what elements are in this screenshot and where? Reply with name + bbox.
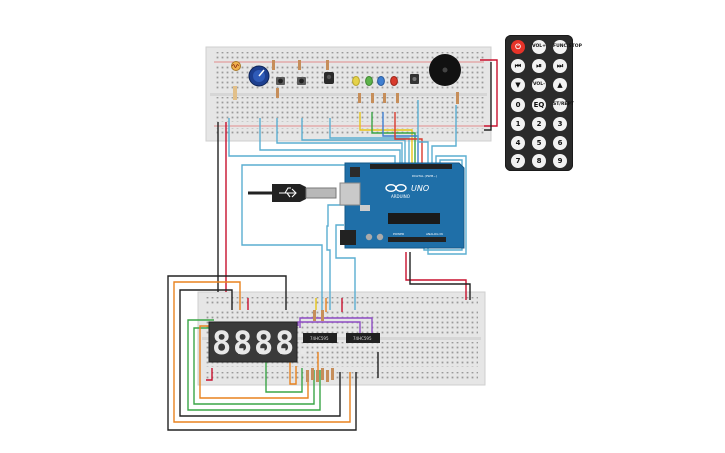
remote-button-num-9[interactable]: 9 bbox=[553, 154, 567, 168]
remote-button-up[interactable]: ▲ bbox=[553, 78, 567, 92]
top-to-arduino-wires bbox=[228, 100, 457, 166]
remote-button-vol-up[interactable]: VOL+ bbox=[532, 40, 546, 54]
shift-register-2-label: 74HC595 bbox=[353, 336, 372, 341]
led-green bbox=[365, 76, 373, 86]
shift-register-2[interactable]: 74HC595 bbox=[346, 333, 380, 343]
arduino-loop-wires bbox=[241, 155, 467, 310]
remote-button-num-8[interactable]: 8 bbox=[532, 154, 546, 168]
led-resistors bbox=[358, 93, 399, 103]
digit-2: 8. bbox=[233, 324, 272, 362]
usb-icon bbox=[279, 187, 297, 198]
remote-button-num-0[interactable]: 0 bbox=[511, 98, 525, 112]
remote-button-rewind[interactable]: ⏮ bbox=[511, 59, 525, 73]
small-button[interactable] bbox=[410, 74, 419, 84]
remote-button-play-pause[interactable]: ⏯ bbox=[532, 59, 546, 73]
remote-button-eq[interactable]: EQ bbox=[532, 98, 546, 112]
led-yellow bbox=[352, 76, 360, 86]
digit-1: 8. bbox=[212, 324, 251, 362]
trim-resistors bbox=[272, 60, 329, 98]
arduino-analog-label: ANALOG IN bbox=[426, 232, 443, 236]
usb-cable[interactable] bbox=[248, 184, 337, 202]
photoresistor[interactable] bbox=[231, 61, 241, 71]
remote-button-power[interactable]: ⏻ bbox=[511, 40, 525, 54]
pushbutton[interactable] bbox=[297, 77, 306, 85]
remote-button-forward[interactable]: ⏭ bbox=[553, 59, 567, 73]
arduino-brand: ARDUINO bbox=[391, 194, 410, 199]
arduino-logo bbox=[385, 183, 407, 192]
segment-resistor-array bbox=[306, 310, 334, 382]
arduino-model: UNO bbox=[411, 184, 429, 193]
resistor bbox=[233, 86, 237, 100]
led-red bbox=[390, 76, 398, 86]
potentiometer[interactable] bbox=[248, 65, 270, 87]
remote-button-func-stop[interactable]: FUNC/STOP bbox=[553, 40, 582, 54]
arduino-uno[interactable]: ARDUINO UNO DIGITAL (PWM~) POWER ANALOG … bbox=[339, 162, 465, 249]
piezo-buzzer[interactable] bbox=[429, 54, 461, 86]
bottom-board-wires bbox=[167, 275, 379, 431]
shift-register-1[interactable]: 74HC595 bbox=[303, 333, 337, 343]
remote-button-num-2[interactable]: 2 bbox=[532, 117, 546, 131]
remote-button-num-6[interactable]: 6 bbox=[553, 136, 567, 150]
remote-button-num-1[interactable]: 1 bbox=[511, 117, 525, 131]
resistor bbox=[456, 92, 459, 104]
remote-button-vol-down[interactable]: VOL- bbox=[532, 78, 546, 92]
remote-button-num-3[interactable]: 3 bbox=[553, 117, 567, 131]
remote-button-num-5[interactable]: 5 bbox=[532, 136, 546, 150]
leds[interactable] bbox=[352, 76, 398, 86]
seven-segment-display[interactable]: 8. 8. 8. 8. bbox=[208, 321, 314, 363]
arduino-digital-label: DIGITAL (PWM~) bbox=[412, 174, 437, 178]
ir-receiver[interactable] bbox=[324, 72, 334, 84]
remote-button-st-rept[interactable]: ST/REPT bbox=[553, 98, 574, 112]
remote-button-num-4[interactable]: 4 bbox=[511, 136, 525, 150]
arduino-power-label: POWER bbox=[393, 232, 404, 236]
power-wires bbox=[217, 59, 498, 300]
digit-3: 8. bbox=[254, 324, 293, 362]
led-blue bbox=[377, 76, 385, 86]
shift-register-1-label: 74HC595 bbox=[310, 336, 329, 341]
remote-button-down[interactable]: ▼ bbox=[511, 78, 525, 92]
pushbutton[interactable] bbox=[276, 77, 285, 85]
remote-button-num-7[interactable]: 7 bbox=[511, 154, 525, 168]
